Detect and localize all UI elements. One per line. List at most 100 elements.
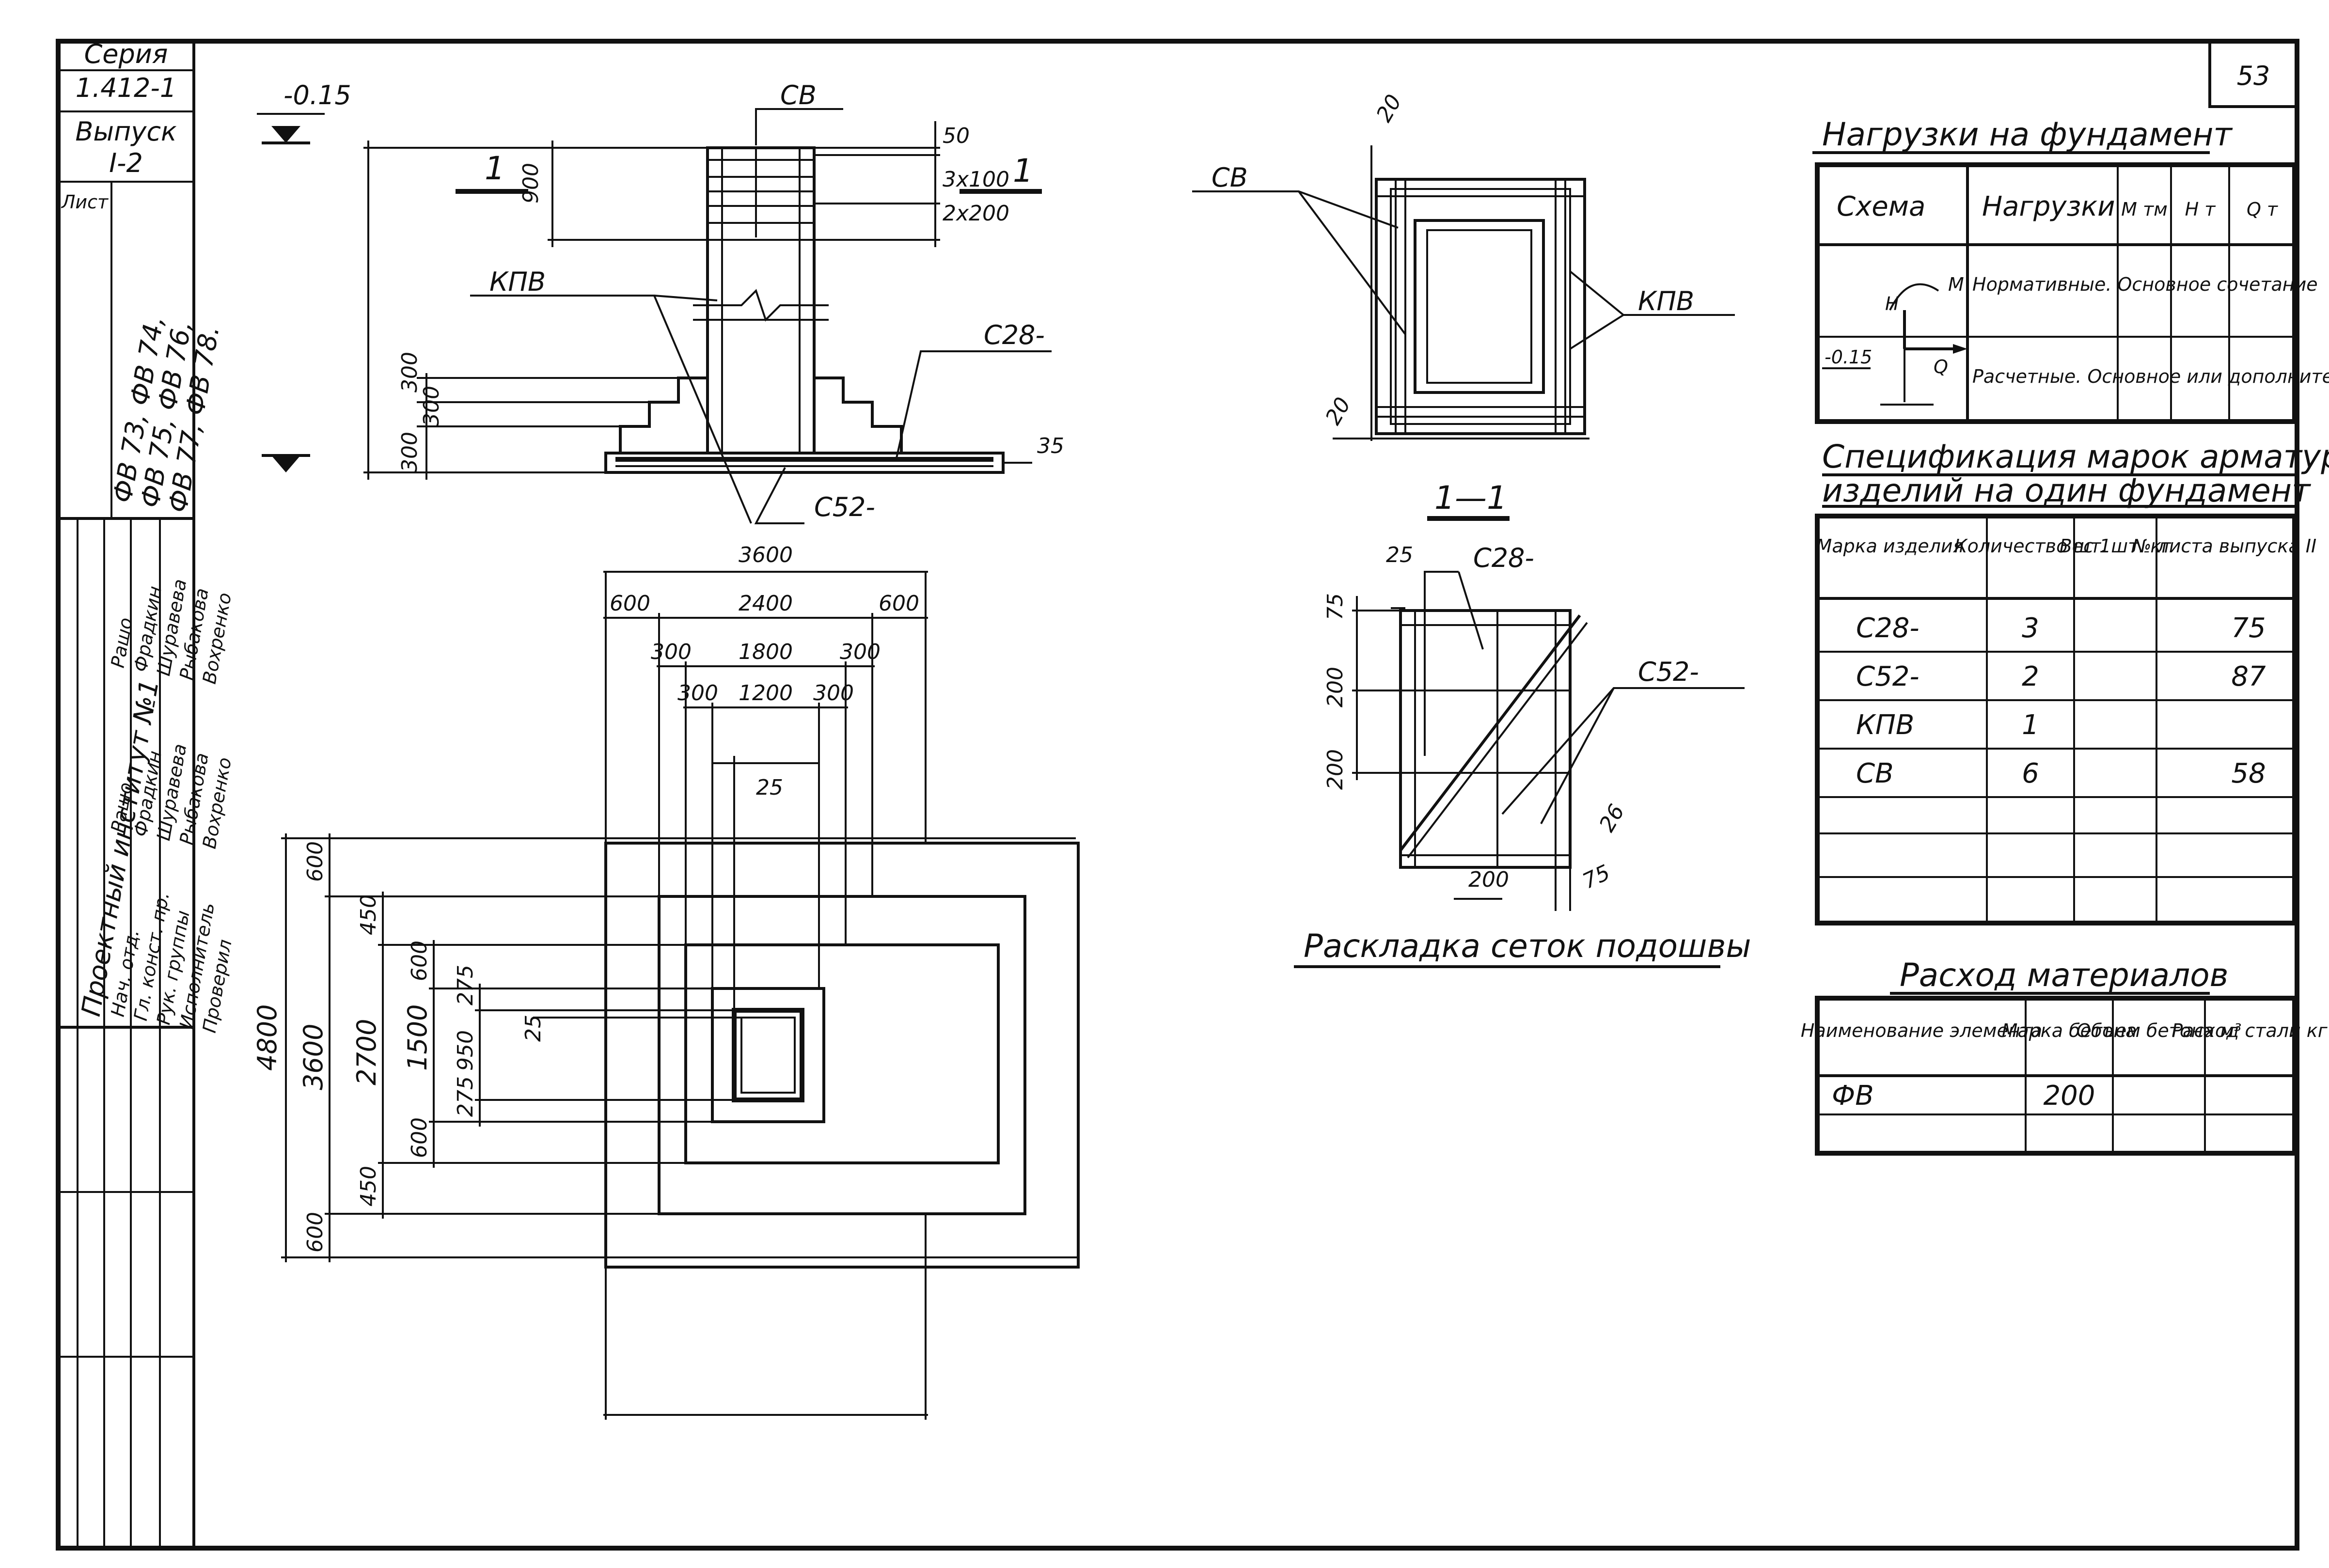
page-number: 53 [2237, 61, 2270, 91]
section-mark: 1 [485, 150, 505, 187]
mesh-layout: С28- С52- 25 75 200 200 200 26 75 Раскла… [1294, 543, 1751, 968]
table-header: Марка изделия [1816, 535, 1964, 557]
stamp-issue-label: Выпуск [75, 116, 177, 147]
stamp-roles: Нач. отд. Гл. конст. пр. Рук. группы Исп… [107, 890, 236, 1034]
label-cb: СВ [780, 80, 817, 110]
dim-text: 2400 [739, 591, 793, 616]
spec-sheet: 87 [2231, 661, 2266, 692]
table-header: Количество шт. [1954, 535, 2107, 557]
spec-table-title: изделий на один фундамент [1822, 472, 2312, 509]
dim-text: 450 [356, 894, 381, 935]
foundation-plan: 3600 600 2400 600 300 1800 300 300 1200 … [252, 543, 1080, 1420]
material-element: ФВ [1832, 1080, 1874, 1112]
spec-qty: 3 [2022, 612, 2039, 644]
dim-text: 275 [453, 965, 478, 1005]
scheme-label: -0.15 [1825, 346, 1872, 368]
dim-text: 1800 [739, 640, 793, 664]
material-grade: 200 [2044, 1080, 2095, 1112]
dim-text: 450 [356, 1166, 381, 1207]
materials-table-title: Расход материалов [1900, 956, 2229, 994]
stamp-issue-value: I-2 [109, 148, 143, 178]
dim-text: 3600 [739, 543, 793, 567]
label-cb: СВ [1212, 162, 1248, 193]
stamp-series-label: Серия [84, 39, 168, 69]
dim-text: 50 [943, 124, 970, 148]
scheme-label: Н [1885, 293, 1899, 314]
title-stamp: Серия 1.412-1 Выпуск I-2 Лист ФВ 73, ФВ … [57, 39, 236, 1550]
dim-text: 3600 [298, 1024, 329, 1090]
dim-text: 25 [756, 775, 783, 800]
dim-text: 900 [519, 163, 543, 204]
dim-text: 300 [397, 352, 422, 392]
dim-text: 200 [1323, 749, 1348, 790]
stamp-series-value: 1.412-1 [76, 73, 176, 103]
table-header: Расход стали кг [2172, 1020, 2328, 1041]
table-header: Вес 1шт. кг [2060, 535, 2172, 557]
dim-text: 200 [1323, 667, 1348, 707]
dim-text: 300 [397, 432, 422, 472]
dim-text: 600 [610, 591, 650, 616]
loads-table-title: Нагрузки на фундамент [1822, 116, 2233, 153]
dim-text: 600 [407, 941, 432, 981]
table-cell: Расчетные. Основное или дополнительное с… [1972, 366, 2329, 387]
spec-qty: 1 [2022, 709, 2039, 741]
dim-text: 75 [1323, 593, 1348, 620]
label-kpv: КПВ [489, 267, 546, 297]
mesh-layout-title: Раскладка сеток подошвы [1304, 927, 1751, 965]
spec-mark: СВ [1856, 758, 1894, 789]
sheet-frame: 53 [56, 39, 2299, 1551]
label-c52: С52- [1638, 657, 1699, 687]
column-section: 20 20 СВ КПВ 1—1 [1192, 91, 1735, 521]
dim-text: 600 [407, 1117, 432, 1158]
spec-mark: КПВ [1856, 709, 1914, 741]
dim-text: 600 [879, 591, 919, 616]
dim-text: 2700 [351, 1019, 382, 1085]
table-header: Нагрузки [1982, 191, 2115, 222]
stamp-sheet-label: Лист [61, 191, 109, 213]
table-header: Наименование элемента [1801, 1020, 2042, 1041]
spec-mark: С52- [1856, 661, 1920, 692]
table-header: Схема [1837, 191, 1925, 222]
dim-text: 3х100 [943, 167, 1009, 192]
dim-text: 2х200 [943, 201, 1009, 226]
dim-text: 25 [521, 1015, 546, 1042]
dim-text: 600 [303, 1212, 328, 1253]
dim-text: 950 [453, 1030, 478, 1071]
dim-text: 300 [419, 386, 444, 426]
table-header: Н т [2185, 199, 2217, 220]
dim-text: 600 [303, 841, 328, 882]
table-cell: Нормативные. Основное сочетание [1972, 274, 2318, 295]
table-header: М тм [2121, 199, 2168, 220]
dim-text: 20 [1371, 91, 1406, 126]
stamp-signatures: Рашо Фрадкин Шуравева Рыбакова Вохренко [107, 578, 236, 686]
section-title: 1—1 [1434, 479, 1507, 517]
foundation-elevation: -0.15 1 1 СВ КПВ С28- [257, 80, 1064, 524]
scheme-label: М [1948, 274, 1964, 295]
dim-text: 300 [677, 681, 718, 706]
label-kpv: КПВ [1638, 286, 1694, 316]
table-header: Марка бетона [2002, 1020, 2137, 1041]
table-header: Q т [2247, 199, 2279, 220]
dim-text: 300 [813, 681, 854, 706]
scheme-label: Q [1934, 356, 1948, 377]
spec-sheet: 75 [2231, 612, 2266, 644]
dim-text: 1500 [402, 1004, 433, 1071]
dim-text: 4800 [252, 1004, 283, 1071]
loads-table: Нагрузки на фундамент Схема Нагрузки М т… [1812, 116, 2329, 424]
dim-text: 25 [1386, 543, 1413, 567]
table-header: № листа выпуска II [2131, 535, 2316, 557]
spec-mark: С28- [1856, 612, 1920, 644]
label-c28: С28- [1473, 543, 1534, 573]
dim-text: 26 [1594, 800, 1629, 836]
materials-table: Расход материалов Наименование элемента … [1801, 956, 2328, 1156]
spec-qty: 6 [2022, 758, 2039, 789]
label-c28: С28- [984, 320, 1045, 350]
label-c52: С52- [814, 492, 875, 522]
spec-qty: 2 [2022, 661, 2039, 692]
dim-text: 200 [1468, 867, 1509, 892]
spec-table-title: Спецификация марок арматурных [1822, 438, 2329, 475]
dim-text: 1200 [739, 681, 793, 706]
dim-text: 20 [1321, 393, 1355, 429]
dim-text: 75 [1579, 860, 1614, 894]
